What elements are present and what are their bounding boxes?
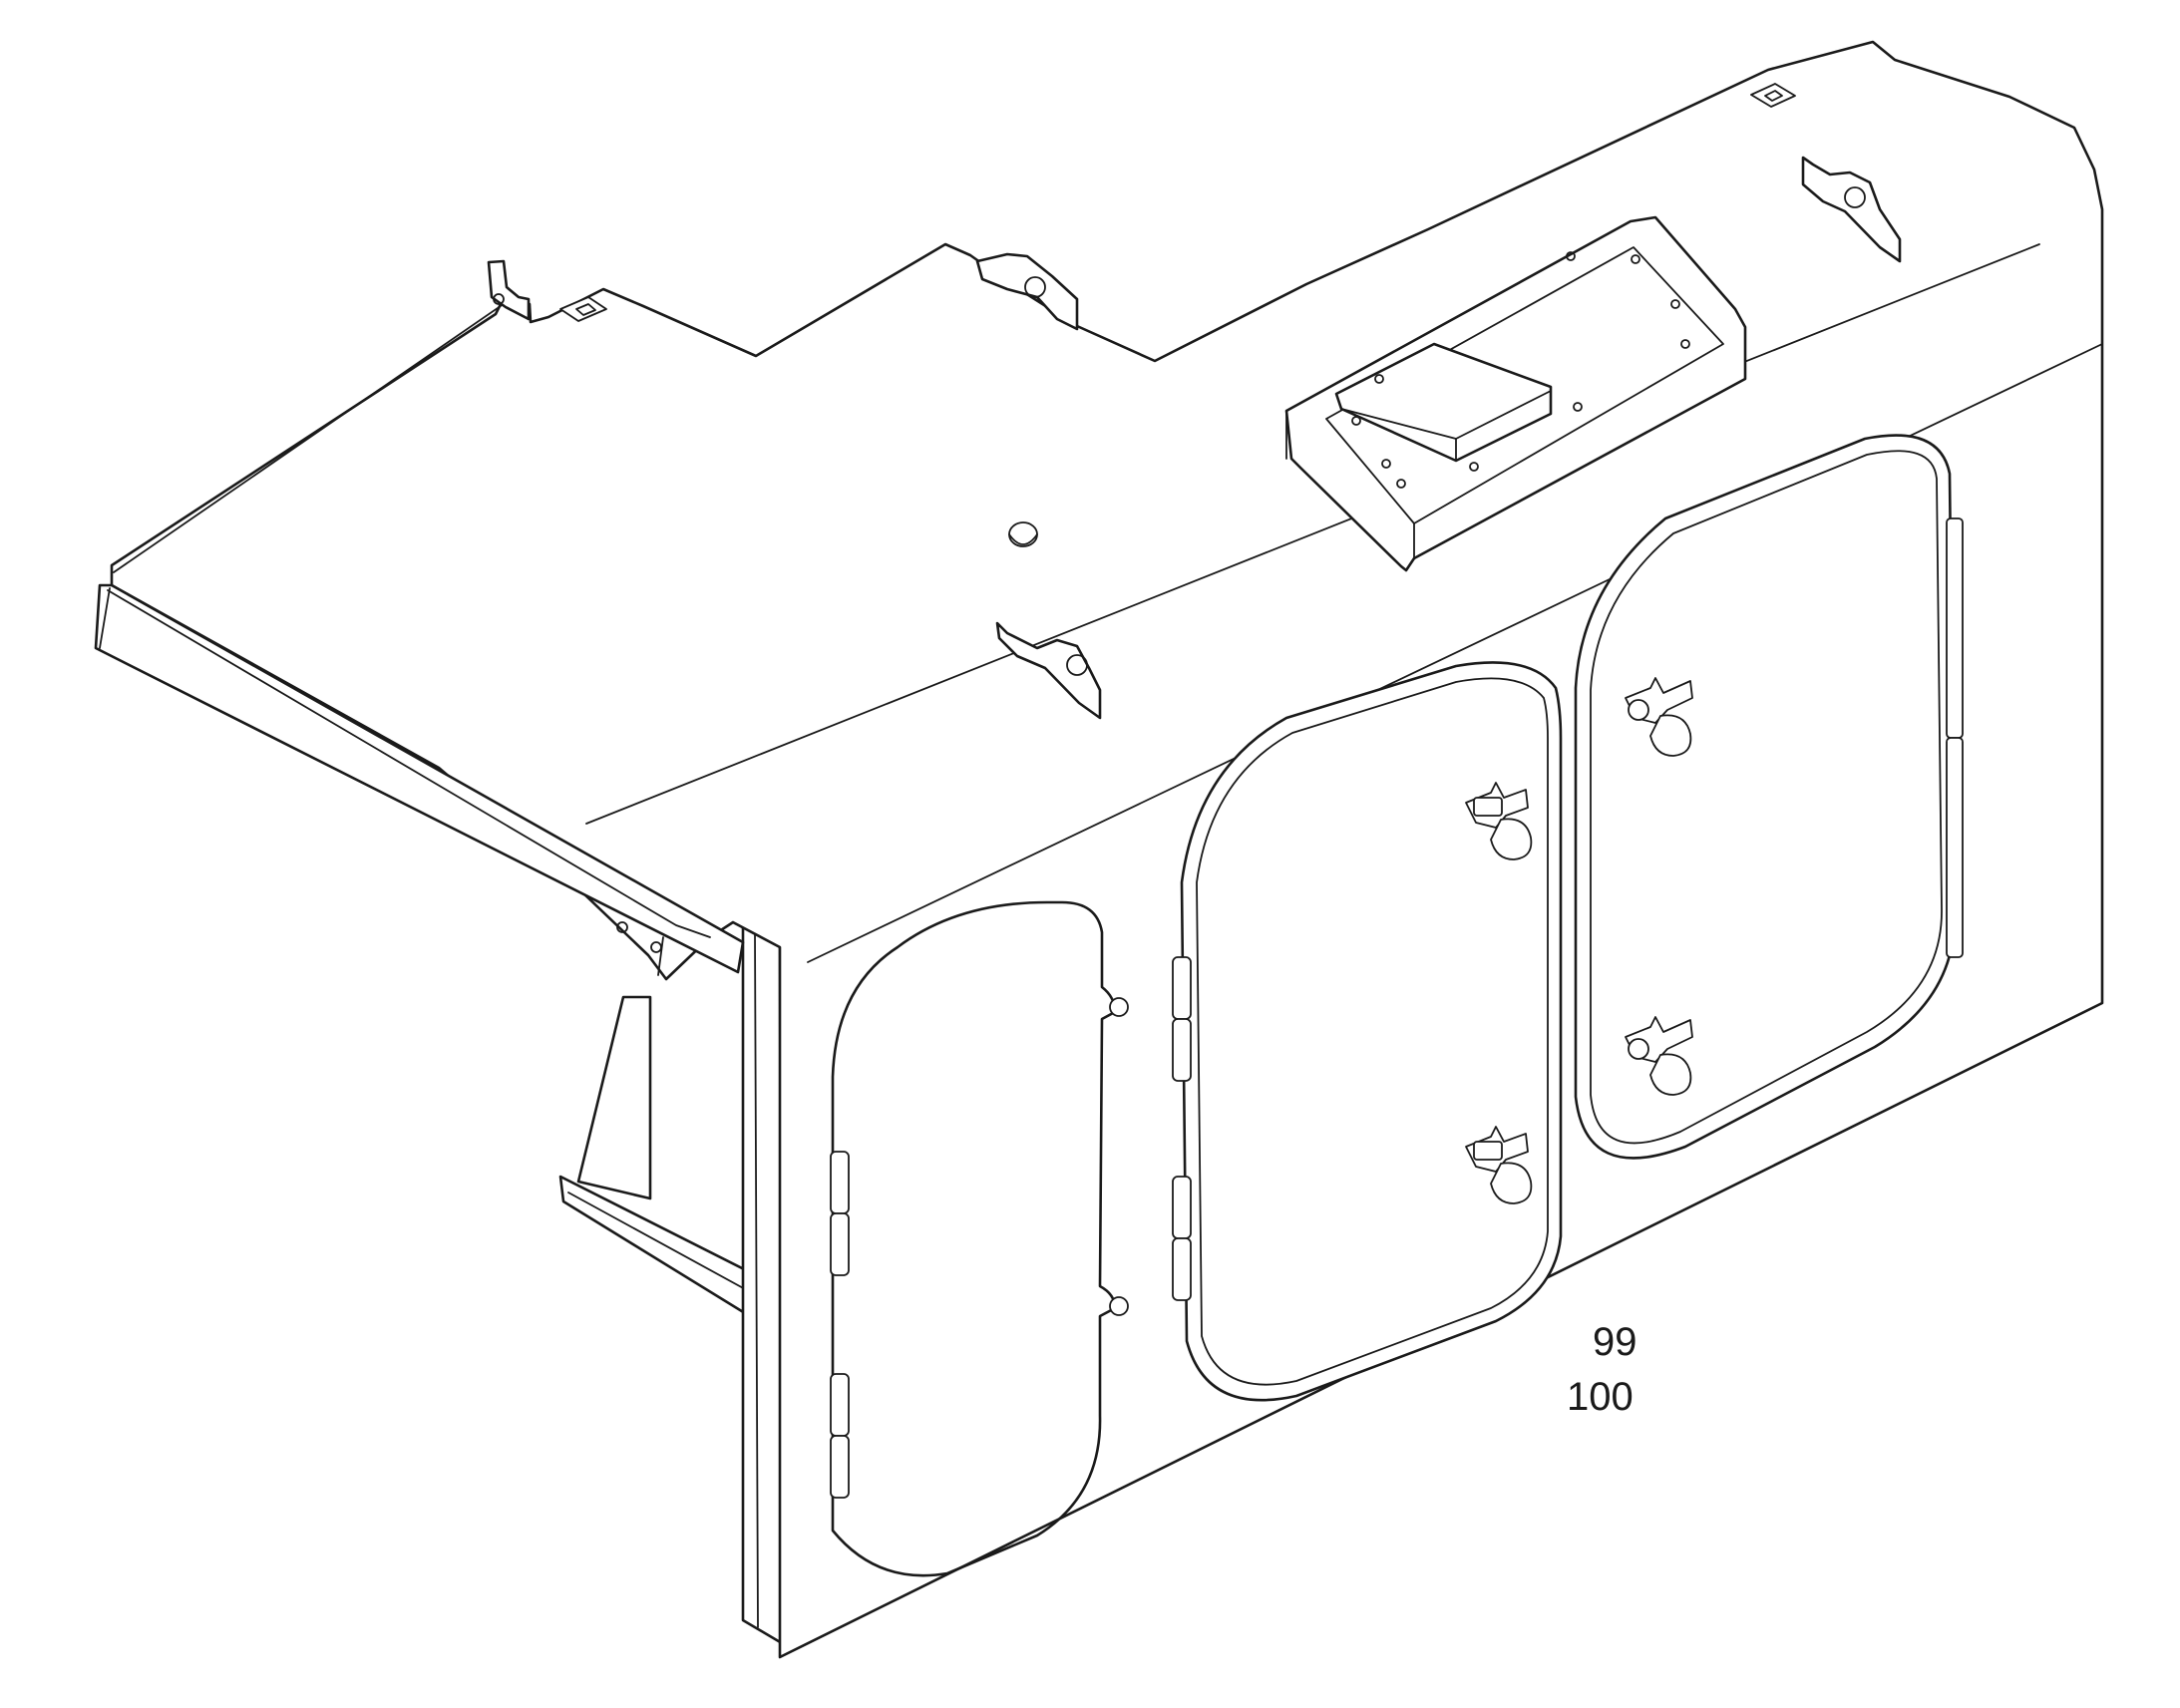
vent-housing <box>1284 215 1747 572</box>
right-access-door <box>1574 434 1964 1160</box>
lifting-lug-top-right <box>1801 156 1902 263</box>
lifting-lug-top-center <box>975 252 1079 331</box>
latch-middle-lower <box>1465 1126 1533 1204</box>
left-access-door <box>830 900 1129 1577</box>
callout-label-99: 99 <box>1593 1320 1637 1364</box>
mounting-tab-left <box>487 259 531 321</box>
square-fastener-right <box>1750 83 1796 108</box>
lower-support-bracket <box>558 995 760 1323</box>
latch-middle-upper <box>1465 782 1533 860</box>
latch-right-lower <box>1625 1016 1693 1096</box>
roof-plug <box>1008 521 1038 547</box>
square-fastener-left <box>559 296 607 322</box>
middle-access-door <box>1172 661 1563 1402</box>
left-side-flange <box>741 925 784 1645</box>
latch-right-upper <box>1625 677 1693 757</box>
lifting-lug-front <box>995 621 1102 720</box>
callout-label-100: 100 <box>1567 1375 1634 1419</box>
